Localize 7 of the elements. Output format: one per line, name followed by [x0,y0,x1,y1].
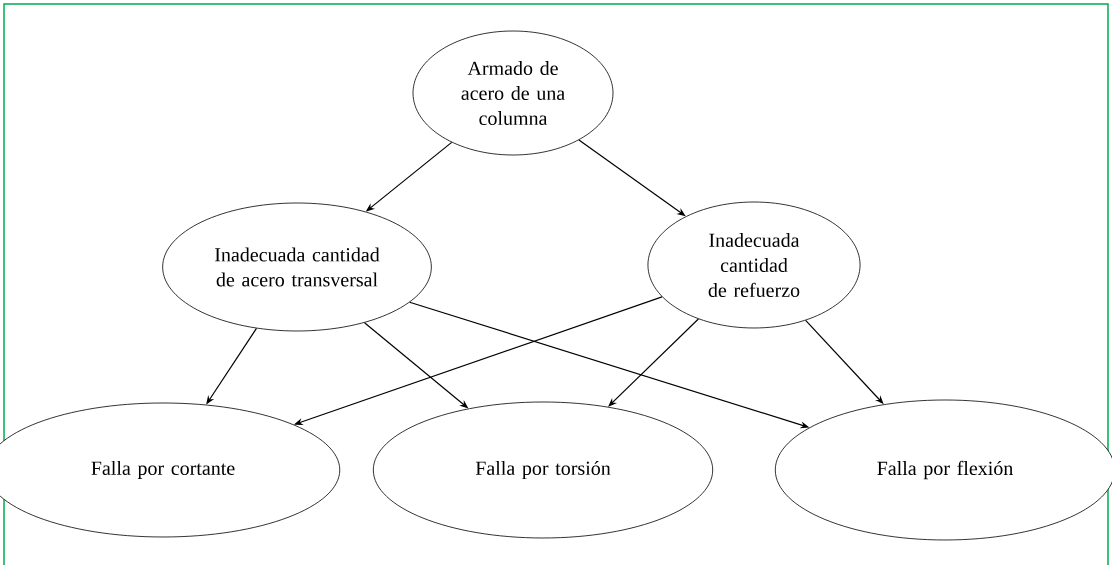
ellipse-node: Inadecuada cantidad de refuerzo [647,201,861,329]
ellipse-node: Falla por torsión [372,401,714,539]
ellipse-node: Inadecuada cantidad de acero transversal [162,202,432,332]
arrow [608,318,699,407]
ellipse-node: Falla por flexión [774,399,1112,541]
ellipse-node: Armado de acero de una columna [412,30,614,156]
node-label: Falla por flexión [877,460,1014,480]
